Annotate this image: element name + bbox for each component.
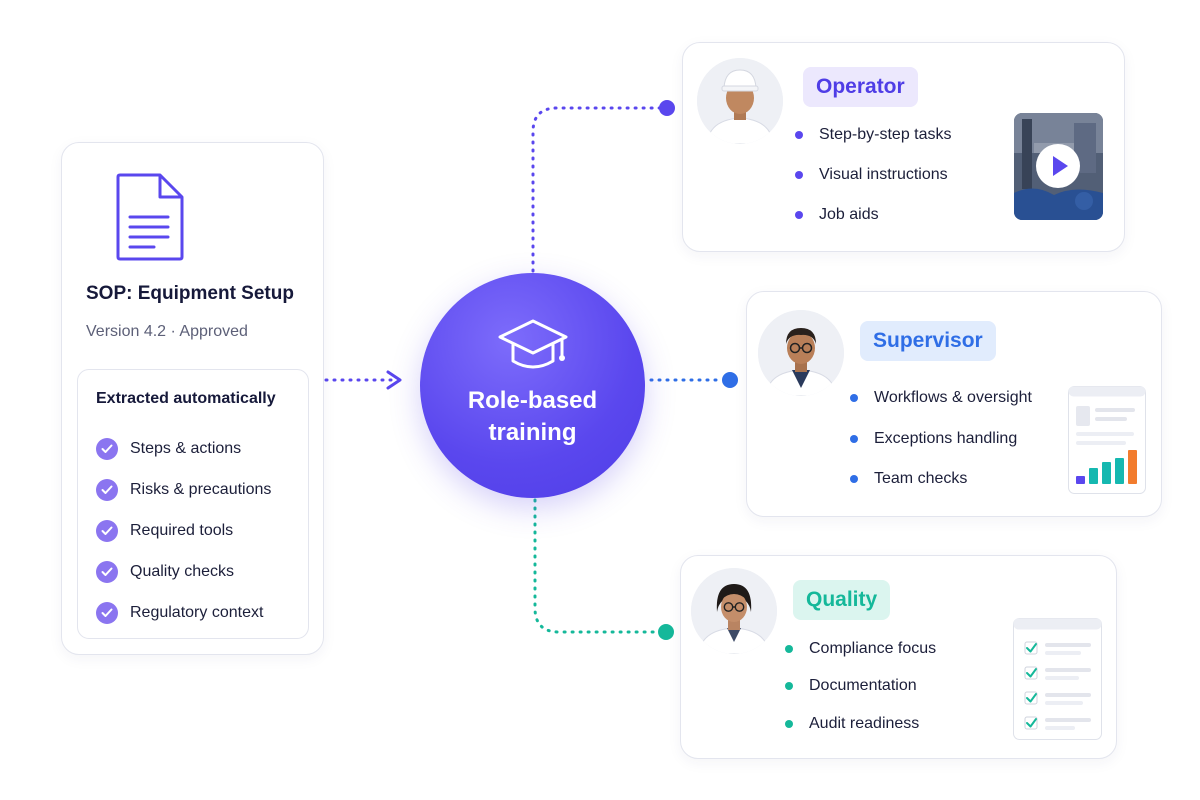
list-item-label: Documentation — [809, 677, 917, 695]
video-thumbnail[interactable] — [1014, 113, 1103, 220]
operator-connector-dot — [659, 100, 675, 116]
hub-label: Role-based training — [420, 385, 645, 449]
bullet-dot — [785, 682, 793, 691]
bullet-dot — [795, 211, 803, 219]
check-circle-icon — [96, 602, 118, 625]
check-circle-icon — [96, 437, 118, 460]
list-item-label: Steps & actions — [130, 439, 242, 457]
list-item: Steps & actions — [96, 428, 271, 469]
list-item: Regulatory context — [96, 593, 271, 634]
supervisor-feature-list: Workflows & oversight Exceptions handlin… — [850, 378, 1032, 500]
extracted-title: Extracted automatically — [96, 390, 276, 407]
play-video-icon[interactable] — [1035, 143, 1081, 189]
list-item-label: Visual instructions — [819, 166, 948, 183]
list-item: Compliance focus — [785, 630, 936, 668]
list-item: Visual instructions — [795, 155, 952, 195]
quality-role-label: Quality — [793, 580, 891, 620]
list-item: Quality checks — [96, 552, 271, 593]
list-item: Exceptions handling — [850, 419, 1032, 460]
bullet-dot — [850, 434, 858, 443]
sop-version: Version 4.2 · Approved — [86, 323, 248, 340]
supervisor-avatar — [758, 310, 844, 396]
extracted-panel: Extracted automatically Steps & actions … — [77, 369, 309, 639]
list-item-label: Team checks — [874, 470, 968, 488]
connector-hub-to-quality — [533, 498, 662, 634]
operator-avatar — [697, 58, 783, 144]
list-item: Workflows & oversight — [850, 378, 1032, 419]
list-item-label: Required tools — [130, 521, 234, 539]
list-item-label: Job aids — [819, 206, 879, 223]
sop-title: SOP: Equipment Setup — [86, 283, 294, 304]
list-item: Audit readiness — [785, 705, 936, 743]
operator-feature-list: Step-by-step tasks Visual instructions J… — [795, 115, 952, 235]
hub-label-line1: Role-based — [467, 387, 598, 414]
check-circle-icon — [96, 478, 118, 501]
list-item: Risks & precautions — [96, 469, 271, 510]
supervisor-role-label: Supervisor — [860, 321, 996, 361]
extracted-list: Steps & actions Risks & precautions Requ… — [96, 428, 271, 634]
list-item-label: Regulatory context — [130, 604, 264, 622]
quality-feature-list: Compliance focus Documentation Audit rea… — [785, 630, 936, 743]
hub-label-line2: training — [488, 419, 577, 446]
bullet-dot — [785, 719, 793, 728]
arrow-head-icon — [386, 370, 402, 390]
check-circle-icon — [96, 519, 118, 542]
check-circle-icon — [96, 561, 118, 584]
list-item: Required tools — [96, 510, 271, 551]
supervisor-connector-dot — [722, 372, 738, 388]
bullet-dot — [795, 131, 803, 139]
list-item-label: Compliance focus — [809, 639, 937, 657]
list-item-label: Step-by-step tasks — [819, 126, 952, 143]
bullet-dot — [785, 644, 793, 653]
operator-role-label: Operator — [803, 67, 918, 107]
connector-hub-to-operator — [531, 106, 666, 273]
list-item-label: Workflows & oversight — [874, 389, 1032, 407]
list-item-label: Quality checks — [130, 563, 235, 581]
checklist-icon — [1013, 618, 1102, 740]
quality-card[interactable]: Quality Compliance focus Documentation A… — [680, 555, 1117, 759]
list-item: Job aids — [795, 195, 952, 235]
bullet-dot — [795, 171, 803, 179]
report-chart-icon — [1068, 386, 1146, 494]
list-item: Team checks — [850, 459, 1032, 500]
list-item: Step-by-step tasks — [795, 115, 952, 155]
document-icon — [116, 173, 184, 261]
supervisor-card[interactable]: Supervisor Workflows & oversight Excepti… — [746, 291, 1162, 517]
bullet-dot — [850, 394, 858, 403]
operator-card[interactable]: Operator Step-by-step tasks Visual instr… — [682, 42, 1125, 252]
role-based-training-hub[interactable]: Role-based training — [420, 273, 645, 498]
quality-avatar — [691, 568, 777, 654]
bullet-dot — [850, 475, 858, 484]
quality-connector-dot — [658, 624, 674, 640]
list-item-label: Exceptions handling — [874, 429, 1018, 447]
list-item: Documentation — [785, 668, 936, 706]
sop-card[interactable]: SOP: Equipment Setup Version 4.2 · Appro… — [61, 142, 324, 655]
graduation-cap-icon — [498, 319, 568, 369]
list-item-label: Risks & precautions — [130, 480, 272, 498]
list-item-label: Audit readiness — [809, 714, 920, 732]
